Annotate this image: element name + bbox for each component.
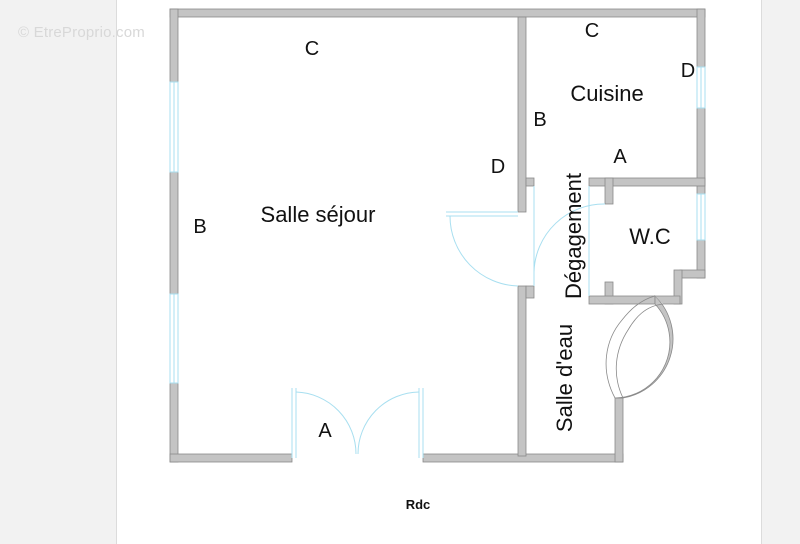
room-label-salle-eau: Salle d'eau <box>552 324 577 432</box>
walls <box>169 8 706 463</box>
room-label-wc: W.C <box>629 224 671 249</box>
room-label-cuisine: Cuisine <box>570 81 643 106</box>
room-label-sejour: Salle séjour <box>261 202 376 227</box>
room-label-degagement: Dégagement <box>561 173 586 299</box>
wall-letter-sejour-left: B <box>193 216 206 238</box>
wall-letter-sejour-right: D <box>491 156 505 178</box>
wall-letter-cuisine-right: D <box>681 60 695 82</box>
floor-caption: Rdc <box>406 497 431 512</box>
plan-sheet <box>116 0 762 544</box>
wall-letter-cuisine-left: B <box>533 109 546 131</box>
windows <box>169 66 706 384</box>
wall-letter-sejour-top: C <box>305 38 319 60</box>
doors <box>291 186 606 458</box>
wall-letter-cuisine-bottom: A <box>613 146 627 168</box>
wall-letter-cuisine-top: C <box>585 20 599 42</box>
watermark: © EtreProprio.com <box>18 24 145 41</box>
wall-letter-sejour-bottom: A <box>318 420 332 442</box>
